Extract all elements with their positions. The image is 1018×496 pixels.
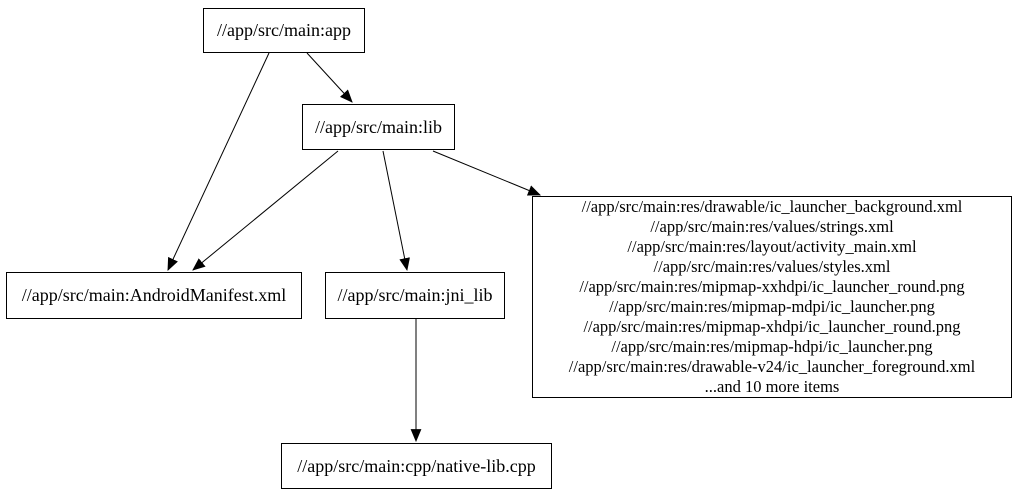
node-lib: //app/src/main:lib <box>302 104 455 150</box>
resources-line: //app/src/main:res/layout/activity_main.… <box>627 237 917 256</box>
node-jni-lib: //app/src/main:jni_lib <box>325 272 505 319</box>
edge-app-to-lib <box>306 52 353 103</box>
resources-line: //app/src/main:res/mipmap-xhdpi/ic_launc… <box>583 317 961 336</box>
node-lib-label: //app/src/main:lib <box>315 116 442 137</box>
edge-lib-to-resources-group <box>432 150 542 196</box>
node-app-label: //app/src/main:app <box>217 20 351 40</box>
node-android-manifest-label: //app/src/main:AndroidManifest.xml <box>21 285 287 305</box>
resources-line: //app/src/main:res/mipmap-mdpi/ic_launch… <box>609 297 935 316</box>
resources-line: //app/src/main:res/drawable/ic_launcher_… <box>581 197 963 216</box>
node-android-manifest: //app/src/main:AndroidManifest.xml <box>6 272 302 319</box>
resources-line: //app/src/main:res/values/strings.xml <box>650 217 894 236</box>
node-cpp-native-lib-label: //app/src/main:cpp/native-lib.cpp <box>297 455 536 476</box>
resources-more-items: ...and 10 more items <box>704 377 840 396</box>
edge-lib-to-android-manifest <box>192 150 339 271</box>
resources-line: //app/src/main:res/drawable-v24/ic_launc… <box>568 357 976 376</box>
node-jni-lib-label: //app/src/main:jni_lib <box>337 285 493 305</box>
resources-line: //app/src/main:res/mipmap-xxhdpi/ic_laun… <box>579 277 965 296</box>
resources-line: //app/src/main:res/values/styles.xml <box>653 257 891 276</box>
edge-lib-to-jni-lib <box>382 150 410 272</box>
resources-line: //app/src/main:res/mipmap-hdpi/ic_launch… <box>611 337 933 356</box>
edge-app-to-android-manifest <box>167 52 270 271</box>
node-resources-group: //app/src/main:res/drawable/ic_launcher_… <box>532 196 1012 398</box>
node-app: //app/src/main:app <box>203 8 365 53</box>
node-cpp-native-lib: //app/src/main:cpp/native-lib.cpp <box>281 443 552 489</box>
